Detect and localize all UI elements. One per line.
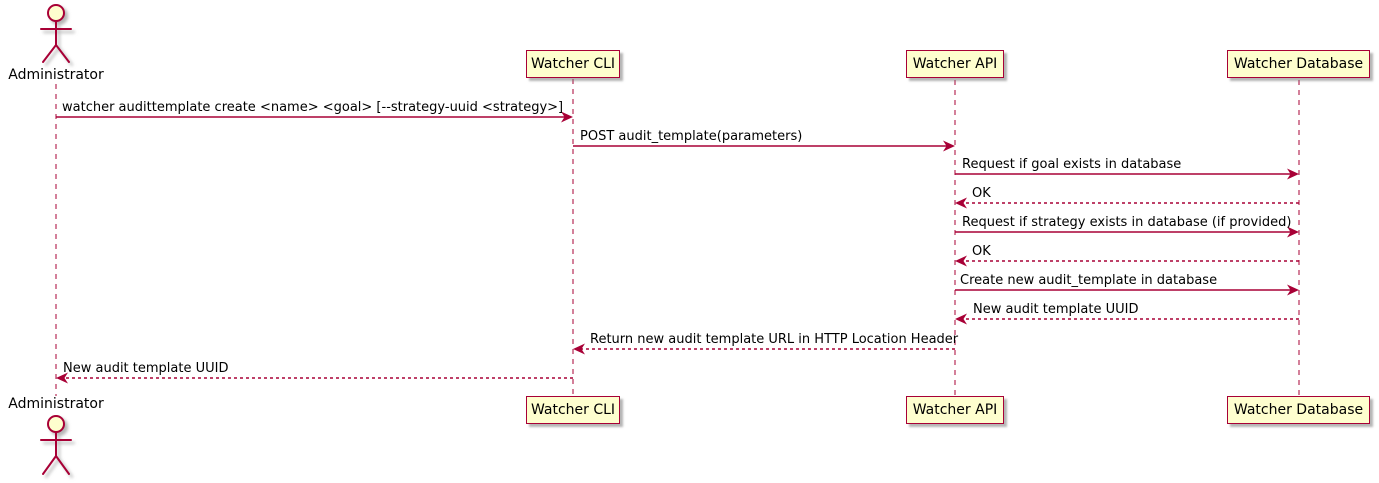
arrowhead-right-icon <box>1287 284 1299 296</box>
message-label-1: watcher audittemplate create <name> <goa… <box>62 100 564 115</box>
arrowhead-left-icon <box>955 255 967 267</box>
arrowhead-right-icon <box>1287 168 1299 180</box>
participant-box-watcher-api-top: Watcher API <box>906 50 1004 78</box>
message-label-2: POST audit_template(parameters) <box>580 129 803 144</box>
arrowhead-right-icon <box>943 140 955 152</box>
participant-box-watcher-api-bottom: Watcher API <box>906 396 1004 424</box>
arrowhead-right-icon <box>561 111 573 123</box>
message-label-8: New audit template UUID <box>973 302 1139 317</box>
arrowhead-left-icon <box>56 372 68 384</box>
arrowhead-left-icon <box>955 197 967 209</box>
message-label-9: Return new audit template URL in HTTP Lo… <box>590 332 959 347</box>
arrowhead-left-icon <box>955 313 967 325</box>
participant-box-watcher-database-top: Watcher Database <box>1227 50 1370 78</box>
message-label-6: OK <box>972 244 991 259</box>
participant-box-watcher-database-bottom: Watcher Database <box>1227 396 1370 424</box>
actor-label-administrator-top: Administrator <box>8 67 104 83</box>
administrator-actor-icon <box>40 4 72 63</box>
arrowhead-right-icon <box>1287 226 1299 238</box>
message-label-7: Create new audit_template in database <box>960 273 1218 288</box>
message-label-3: Request if goal exists in database <box>962 157 1182 172</box>
arrowhead-left-icon <box>573 343 585 355</box>
participant-box-watcher-cli-bottom: Watcher CLI <box>526 396 620 424</box>
actor-label-administrator-bottom: Administrator <box>8 396 104 412</box>
message-label-10: New audit template UUID <box>63 361 229 376</box>
administrator-actor-icon <box>40 415 72 475</box>
message-label-5: Request if strategy exists in database (… <box>962 215 1292 230</box>
message-label-4: OK <box>972 186 991 201</box>
participant-box-watcher-cli-top: Watcher CLI <box>526 50 620 78</box>
